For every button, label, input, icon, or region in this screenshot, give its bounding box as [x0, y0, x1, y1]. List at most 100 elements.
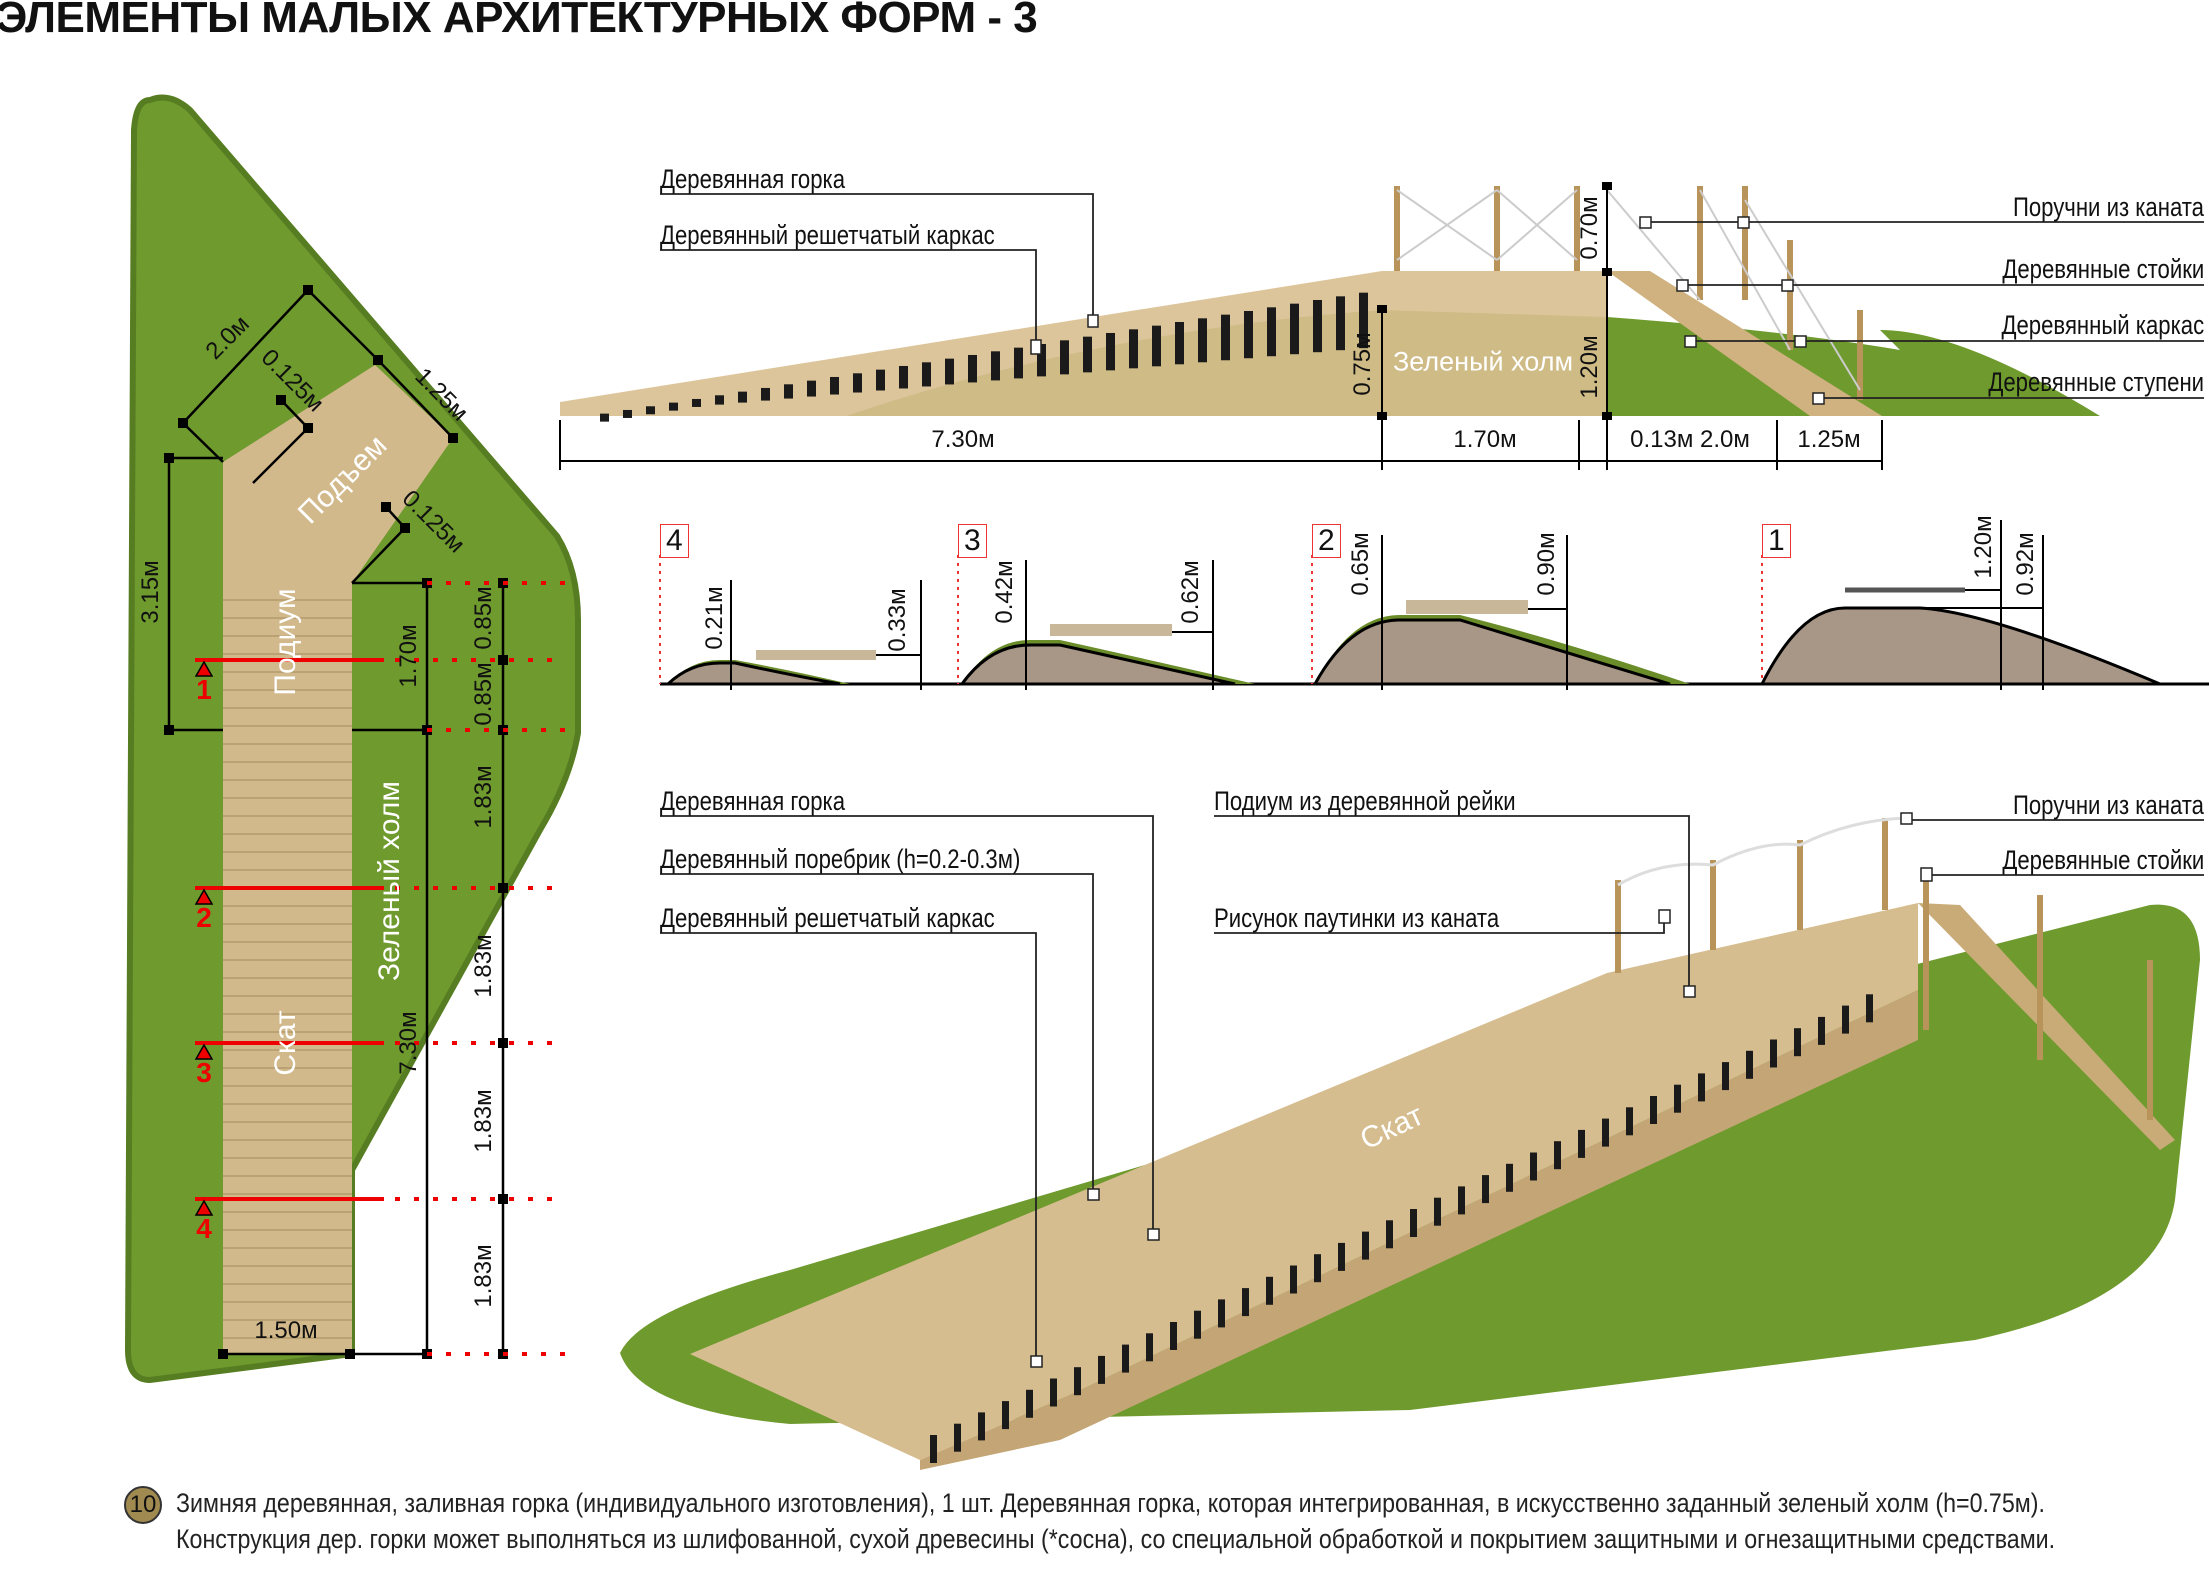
elev-label-hill: Зеленый холм: [1392, 346, 1574, 377]
section-marker-4: 4: [196, 1213, 212, 1244]
plan-dimension-lines: [167, 289, 505, 1356]
elev-label-frame: Деревянный каркас: [2001, 310, 2204, 340]
lattice-slot: [1386, 1220, 1393, 1249]
lattice-slot: [1266, 1276, 1273, 1305]
plan-grass: [124, 94, 581, 1384]
lattice-slot: [1244, 310, 1253, 359]
elevation-dimension-lines: [559, 186, 1883, 470]
elev-label-lattice: Деревянный решетчатый каркас: [660, 220, 995, 250]
lattice-slot: [1198, 318, 1207, 363]
lattice-slot: [1267, 307, 1276, 357]
dim-0-85-a: 0.85м: [470, 586, 497, 650]
lattice-slot: [1458, 1186, 1465, 1215]
lattice-slot: [623, 409, 632, 418]
section-4-right-height: 0.33м: [884, 588, 911, 652]
lattice-slot: [1578, 1129, 1585, 1158]
dim-1-83-a: 1.83м: [470, 765, 497, 829]
lattice-slot: [1026, 1389, 1033, 1418]
dim-1-50: 1.50м: [254, 1317, 318, 1344]
dim-7-30: 7.30м: [395, 1011, 422, 1075]
dim-1-83-b: 1.83м: [470, 934, 497, 998]
lattice-slot: [1037, 343, 1046, 377]
elevation-leaders: [660, 193, 2204, 399]
lattice-slot: [876, 369, 885, 391]
lattice-slot: [1002, 1401, 1009, 1430]
lattice-slot: [899, 365, 908, 389]
elev-label-rope-rails: Поручни из каната: [2012, 192, 2204, 222]
lattice-slot: [1602, 1118, 1609, 1147]
lattice-slot: [1794, 1028, 1801, 1057]
section-marker-icons: [194, 660, 214, 1216]
persp-label-rope-rails: Поручни из каната: [2012, 790, 2204, 820]
plan-label-hill: Зеленый холм: [373, 780, 406, 982]
lattice-slot: [1194, 1310, 1201, 1339]
lattice-slot: [1338, 1242, 1345, 1271]
lattice-slot: [1014, 347, 1023, 379]
section-2-right-height: 0.90м: [1533, 532, 1560, 596]
lattice-slot: [1506, 1163, 1513, 1192]
lattice-slot: [922, 362, 931, 387]
lattice-slot: [1482, 1175, 1489, 1204]
lattice-slot: [1866, 994, 1873, 1023]
lattice-slot: [1221, 314, 1230, 361]
lattice-slot: [1290, 303, 1299, 355]
lattice-slot: [669, 402, 678, 411]
plan-label-ramp: Скат: [269, 1010, 302, 1076]
plan-section-dotted: [395, 581, 566, 1356]
section-3-right-height: 0.62м: [1177, 560, 1204, 624]
lattice-slot: [1674, 1084, 1681, 1113]
lattice-slot: [930, 1435, 937, 1463]
lattice-slot: [830, 376, 839, 395]
perspective-ramp-surface: [690, 903, 1918, 1460]
caption-line-2: Конструкция дер. горки может выполняться…: [176, 1524, 2056, 1554]
lattice-slot: [1175, 321, 1184, 365]
lattice-slot: [807, 380, 816, 397]
section-1-number: 1: [1762, 524, 1791, 558]
lattice-slot: [991, 351, 1000, 381]
lattice-slot: [1170, 1322, 1177, 1350]
persp-label-web: Рисунок паутинки из каната: [1214, 903, 1500, 933]
lattice-slot: [1122, 1344, 1129, 1373]
section-3-left-height: 0.42м: [991, 560, 1018, 624]
item-number-badge: 10: [124, 1486, 162, 1524]
lattice-slot: [945, 358, 954, 385]
lattice-slot: [1152, 325, 1161, 367]
elev-label-posts: Деревянные стойки: [2002, 254, 2204, 284]
persp-label-slide: Деревянная горка: [660, 786, 846, 816]
elevation-view: [559, 182, 2204, 470]
lattice-slot: [646, 406, 655, 415]
section-1-right-height: 0.92м: [2012, 532, 2039, 596]
perspective-stairs: [1918, 903, 2175, 1150]
elevation-stairs: [1607, 271, 1882, 416]
elevation-rope: [1396, 189, 1861, 391]
lattice-slot: [1434, 1197, 1441, 1226]
persp-label-curb: Деревянный поребрик (h=0.2-0.3м): [660, 844, 1021, 874]
leader-marker-icons: [1030, 216, 1825, 405]
elevation-ticks: [1377, 182, 1612, 420]
section-1-left-height: 1.20м: [1970, 515, 1997, 579]
lattice-slot: [1074, 1367, 1081, 1396]
lattice-slot: [1050, 1378, 1057, 1407]
dim-1-70: 1.70м: [395, 624, 422, 688]
lattice-slot: [968, 354, 977, 383]
lattice-slot: [1362, 1231, 1369, 1260]
dim-1-83-d: 1.83м: [470, 1244, 497, 1308]
dim-elev-1-25: 1.25м: [1797, 426, 1861, 453]
elevation-posts: [1394, 186, 1863, 400]
plan-label-podium: Подиум: [269, 588, 302, 696]
persp-label-posts: Деревянные стойки: [2002, 845, 2204, 875]
lattice-slot: [761, 387, 770, 401]
lattice-slot: [1626, 1107, 1633, 1136]
lattice-slot: [1530, 1152, 1537, 1181]
persp-label-lattice: Деревянный решетчатый каркас: [660, 903, 995, 933]
lattice-slot: [1242, 1288, 1249, 1317]
section-marker-2: 2: [196, 902, 212, 933]
lattice-slot: [1410, 1209, 1417, 1237]
lattice-slot: [1083, 336, 1092, 373]
plan-ramp-wood: [223, 365, 453, 1354]
elev-label-steps: Деревянные ступени: [1988, 367, 2204, 397]
dim-elev-1-70: 1.70м: [1453, 426, 1517, 453]
section-2-left-height: 0.65м: [1347, 532, 1374, 596]
dim-1-83-c: 1.83м: [470, 1089, 497, 1153]
